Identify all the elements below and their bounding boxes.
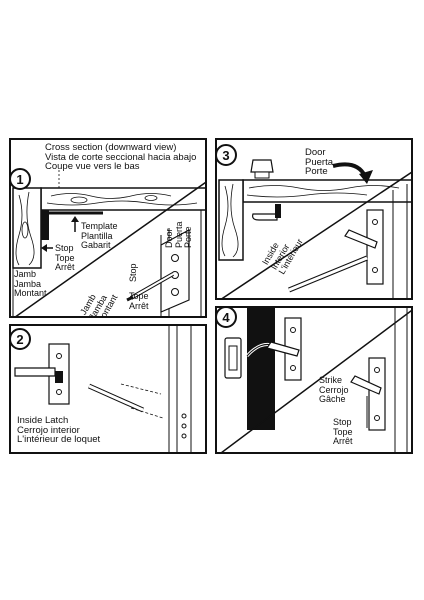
cross-section-label: Cross section (downward view)Vista de co… (45, 142, 197, 172)
step-4-badge: 4 (217, 308, 237, 328)
latch-lever (14, 367, 56, 377)
stop-strip (41, 210, 49, 240)
stop-rotated-label: Stop (128, 263, 138, 282)
step-1-panel: 1 Cross section (downward view)Vista de … (9, 138, 207, 318)
step-4-illustration (221, 308, 411, 452)
step-2-badge: 2 (11, 328, 31, 350)
jamb-channel (247, 308, 275, 430)
step-2-illustration (14, 326, 192, 452)
step-3-illustration (218, 159, 411, 298)
step-3-badge: 3 (217, 144, 237, 166)
step-1-badge: 1 (11, 168, 31, 190)
jamb-wood (12, 187, 42, 269)
knob (250, 159, 274, 173)
step-1-illustration (12, 170, 205, 316)
perspective-line (15, 181, 205, 316)
